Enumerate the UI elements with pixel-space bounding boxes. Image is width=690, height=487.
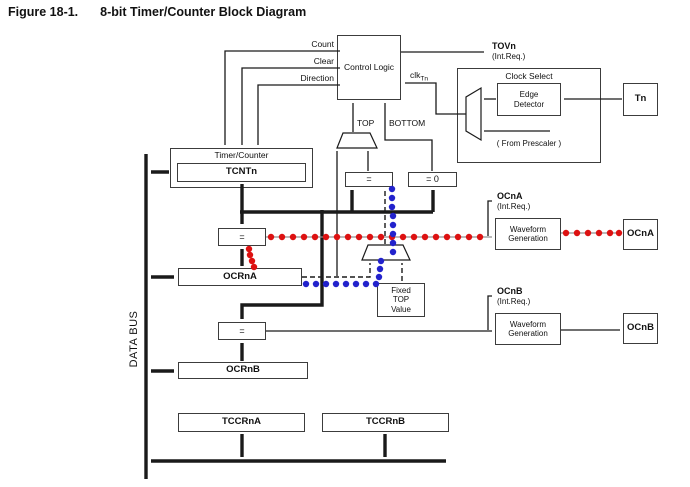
clk-prefix: clk (410, 70, 421, 80)
clock-select-title: Clock Select (505, 71, 553, 81)
timer-counter-label: Timer/Counter (214, 150, 269, 160)
tccrnb-label: TCCRnB (365, 416, 406, 428)
ocnb-interrupt-label: OCnB (497, 286, 523, 296)
bottom-line (384, 103, 433, 171)
direction-line (257, 84, 340, 145)
ocnb-pin-block: OCnB (623, 313, 658, 344)
tovn-interrupt-note: (Int.Req.) (492, 52, 526, 61)
tccrna-register: TCCRnA (178, 413, 305, 432)
control-logic-label: Control Logic (343, 61, 395, 72)
waveform-generation-a-label: Waveform Generation (508, 224, 548, 243)
ocrnb-comparator-label: = (239, 325, 245, 336)
tn-pin-label: Tn (634, 93, 647, 105)
zero-comparator: = 0 (408, 172, 457, 187)
waveform-generation-b-block: Waveform Generation (495, 313, 561, 345)
bottom-signal-label: BOTTOM (389, 118, 426, 128)
top-comparator: = (345, 172, 393, 187)
figure-caption: Figure 18-1. 8-bit Timer/Counter Block Di… (8, 5, 306, 19)
ocnb-pin-label: OCnB (627, 322, 654, 334)
figure-number: Figure 18-1. (8, 5, 79, 19)
ocrna-comparator-label: = (239, 231, 245, 242)
ocna-pin-label: OCnA (627, 228, 654, 240)
ocna-int-tap (487, 200, 492, 236)
ocrna-comparator: = (218, 228, 266, 246)
tcntn-register: TCNTn (177, 163, 306, 182)
tccrna-label: TCCRnA (221, 416, 262, 428)
edge-detector-block: Edge Detector (497, 83, 561, 116)
tovn-interrupt-label: TOVn (492, 41, 516, 51)
direction-signal-label: Direction (300, 73, 334, 83)
edge-detector-label: Edge Detector (513, 90, 545, 109)
from-prescaler-label: ( From Prescaler ) (496, 139, 562, 148)
ocrna-label: OCRnA (223, 270, 257, 282)
ocnb-int-tap (487, 295, 492, 330)
ocna-interrupt-note: (Int.Req.) (497, 202, 531, 211)
ocnb-interrupt-note: (Int.Req.) (497, 297, 531, 306)
ocna-pin-block: OCnA (623, 219, 658, 250)
top-signal-label: TOP (357, 118, 375, 128)
dashed-top-select-lines (302, 190, 403, 281)
ocrna-blue-dotted-path (302, 185, 397, 288)
waveform-generation-b-label: Waveform Generation (508, 319, 548, 338)
tcntn-label: TCNTn (225, 166, 258, 178)
waveform-generation-a-block: Waveform Generation (495, 218, 561, 250)
ocrnb-register: OCRnB (178, 362, 308, 379)
count-signal-label: Count (311, 39, 334, 49)
figure-title: 8-bit Timer/Counter Block Diagram (100, 5, 307, 19)
ocna-interrupt-label: OCnA (497, 191, 523, 201)
ocna-red-dotted-path (245, 229, 623, 271)
top-signal-mux (336, 132, 378, 149)
clk-subscript: Tn (420, 75, 428, 83)
fixed-top-value-label: Fixed TOP Value (391, 286, 411, 314)
data-bus-label: DATA BUS (128, 310, 140, 368)
top-value-mux (361, 244, 411, 261)
tccrnb-register: TCCRnB (322, 413, 449, 432)
tn-pin-block: Tn (623, 83, 658, 116)
ocrna-register: OCRnA (178, 268, 302, 286)
clear-signal-label: Clear (313, 56, 334, 66)
clk-tn-signal-label: clkTn (410, 70, 428, 83)
ocrnb-comparator: = (218, 322, 266, 340)
tcnt-to-ocrnb-comparator (240, 210, 324, 319)
control-logic-block: Control Logic (337, 35, 401, 100)
ocrnb-label: OCRnB (226, 364, 260, 376)
zero-comparator-label: = 0 (426, 174, 439, 185)
fixed-top-value-block: Fixed TOP Value (377, 283, 425, 317)
top-comparator-label: = (366, 174, 372, 185)
ocrna-to-topvalue-mux (302, 263, 371, 278)
